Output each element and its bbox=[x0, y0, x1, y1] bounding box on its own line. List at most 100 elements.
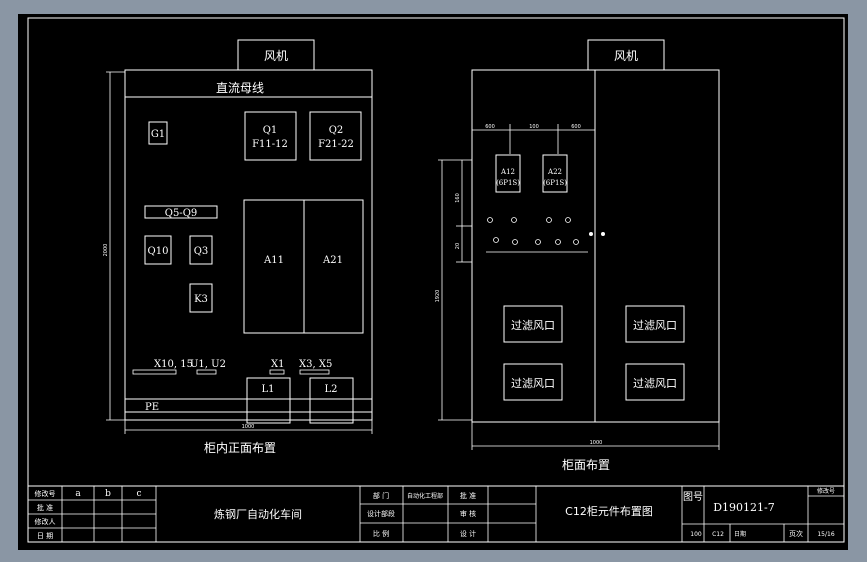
l1-box bbox=[246, 377, 291, 424]
k3-label: K3 bbox=[194, 294, 208, 305]
door-lock-dot bbox=[589, 232, 593, 236]
drawing-title: C12柜元件布置图 bbox=[565, 505, 653, 518]
rear-width-dim-text: 1000 bbox=[590, 440, 603, 446]
rev-label: 修改号 bbox=[817, 487, 835, 495]
u1u2-terminal bbox=[196, 369, 217, 375]
q10-box bbox=[144, 235, 172, 265]
scale-label: 比 例 bbox=[373, 529, 389, 538]
selector-switch bbox=[573, 239, 579, 245]
rear-fan-label: 风机 bbox=[614, 49, 638, 63]
x10-terminal bbox=[132, 369, 177, 375]
rear-top-dim-1: 600 bbox=[485, 124, 495, 130]
indicator-lamp bbox=[546, 217, 552, 223]
drawing-frame: 风机 直流母线 G1 Q1 F11-12 Q2 F21-22 Q5-Q9 Q10… bbox=[18, 14, 848, 550]
q1-sub-label: F11-12 bbox=[252, 139, 288, 150]
x1-terminal bbox=[269, 369, 285, 375]
q5q9-label: Q5-Q9 bbox=[165, 208, 198, 219]
sheet-value: 15/16 bbox=[817, 531, 834, 538]
a12-sub-label: (6P1S) bbox=[496, 179, 520, 187]
fig-label: 图号 bbox=[683, 491, 703, 503]
q10-label: Q10 bbox=[148, 246, 169, 257]
filter-vent-label: 过滤风口 bbox=[633, 377, 677, 390]
selector-switch bbox=[493, 237, 499, 243]
l2-label: L2 bbox=[324, 384, 337, 395]
a11-box bbox=[243, 199, 305, 334]
rev-row-modifier: 修改人 bbox=[35, 517, 56, 526]
front-height-dim-text: 2000 bbox=[103, 244, 109, 257]
a22-label: A22 bbox=[547, 168, 562, 176]
rev-row-approve: 批 准 bbox=[37, 503, 53, 512]
filter-vent-label: 过滤风口 bbox=[511, 319, 555, 332]
rev-header-c: c bbox=[136, 489, 141, 499]
front-fan-label: 风机 bbox=[264, 49, 288, 63]
filter-vent bbox=[625, 363, 685, 401]
q3-label: Q3 bbox=[194, 246, 209, 257]
a11-label: A11 bbox=[263, 255, 284, 266]
a21-label: A21 bbox=[322, 255, 343, 266]
front-width-dim-text: 1000 bbox=[242, 424, 255, 430]
q5q9-box bbox=[144, 205, 218, 219]
design-label: 设 计 bbox=[460, 529, 476, 538]
front-layout-view: 风机 直流母线 G1 Q1 F11-12 Q2 F21-22 Q5-Q9 Q10… bbox=[103, 39, 373, 455]
a21-box bbox=[303, 199, 364, 334]
l1-label: L1 bbox=[261, 384, 274, 395]
q1-label: Q1 bbox=[263, 125, 278, 136]
x3x5-terminal bbox=[299, 369, 330, 375]
q2-label: Q2 bbox=[329, 125, 344, 136]
g1-label: G1 bbox=[151, 129, 165, 140]
l2-box bbox=[309, 377, 354, 424]
rev-row-date: 日 期 bbox=[37, 532, 53, 540]
door-lock-dot bbox=[601, 232, 605, 236]
a12-box bbox=[495, 154, 521, 193]
x1-label: X1 bbox=[271, 359, 284, 370]
a22-sub-label: (6P1S) bbox=[543, 179, 567, 187]
dept-value: 自动化工程部 bbox=[407, 492, 443, 500]
rear-layout-view: 风机 600 100 600 A12 (6P1S) A22 (6P1S) bbox=[435, 39, 720, 472]
rear-left-dim-2: 20 bbox=[455, 243, 461, 249]
filter-vent bbox=[503, 363, 563, 401]
company-name: 炼钢厂自动化车间 bbox=[214, 507, 302, 521]
filter-vent bbox=[503, 305, 563, 343]
title-block: 修改号 a b c 批 准 修改人 日 期 炼钢厂自动化车间 部 门 自动化工程… bbox=[27, 485, 845, 543]
filter-vent bbox=[625, 305, 685, 343]
bottom-cell-c: 日期 bbox=[734, 530, 746, 538]
approve-label: 批 准 bbox=[460, 491, 476, 500]
bottom-cell-b: C12 bbox=[712, 531, 724, 538]
indicator-lamp bbox=[487, 217, 493, 223]
front-cabinet-outline bbox=[124, 69, 373, 421]
filter-vent-label: 过滤风口 bbox=[633, 319, 677, 332]
a22-box bbox=[542, 154, 568, 193]
sheet-label: 页次 bbox=[789, 529, 803, 538]
bottom-cell-a: 100 bbox=[690, 531, 702, 538]
a12-label: A12 bbox=[500, 168, 515, 176]
rear-left-dim-1: 160 bbox=[455, 193, 461, 203]
electrical-cabinet-drawing: 风机 直流母线 G1 Q1 F11-12 Q2 F21-22 Q5-Q9 Q10… bbox=[27, 17, 845, 543]
indicator-lamp bbox=[565, 217, 571, 223]
rear-caption: 柜面布置 bbox=[562, 458, 610, 472]
indicator-row bbox=[486, 217, 588, 253]
busbar-label: 直流母线 bbox=[216, 81, 264, 95]
indicator-lamp bbox=[511, 217, 517, 223]
front-caption: 柜内正面布置 bbox=[204, 441, 276, 455]
design-dept-label: 设计部段 bbox=[367, 509, 395, 518]
k3-box bbox=[189, 283, 213, 313]
selector-switch bbox=[535, 239, 541, 245]
rear-top-dim-2: 100 bbox=[529, 124, 539, 130]
rear-top-dim-3: 600 bbox=[571, 124, 581, 130]
pe-label: PE bbox=[145, 402, 159, 413]
x3x5-label: X3, X5 bbox=[299, 359, 332, 370]
x10-label: X10, 15 bbox=[154, 359, 193, 370]
q3-box bbox=[189, 235, 213, 265]
review-label: 审 核 bbox=[460, 509, 476, 518]
drawing-number: D190121-7 bbox=[713, 501, 775, 514]
rear-left-dim-3: 1920 bbox=[435, 290, 441, 303]
q2-sub-label: F21-22 bbox=[318, 139, 354, 150]
u1u2-label: U1, U2 bbox=[190, 359, 226, 370]
dept-label: 部 门 bbox=[373, 491, 389, 500]
selector-switch bbox=[512, 239, 518, 245]
q2-box bbox=[309, 111, 362, 161]
filter-vent-label: 过滤风口 bbox=[511, 377, 555, 390]
rev-header-no: 修改号 bbox=[35, 489, 56, 498]
rev-header-a: a bbox=[75, 489, 81, 499]
rev-header-b: b bbox=[105, 489, 111, 499]
